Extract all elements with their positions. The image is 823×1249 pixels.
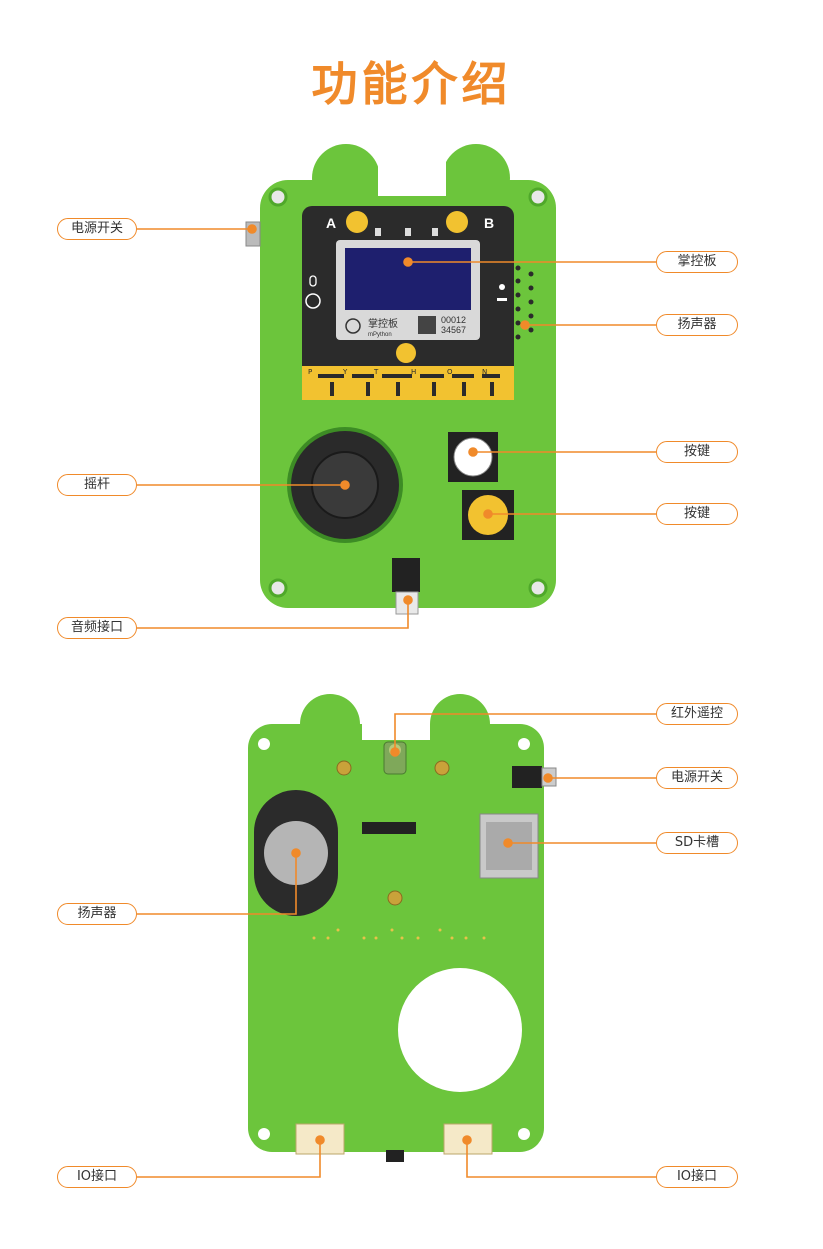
touch-pad-h: H bbox=[411, 368, 416, 376]
mount-hole bbox=[518, 1128, 530, 1140]
bottom-board bbox=[248, 694, 557, 1162]
pin-header bbox=[362, 822, 416, 834]
label-button-1: 按键 bbox=[656, 441, 738, 463]
screen-code-2: 34567 bbox=[441, 325, 466, 335]
touch-pad-n: N bbox=[482, 368, 487, 376]
mount-hole bbox=[268, 578, 288, 598]
screen-brand: 掌控板 bbox=[368, 317, 398, 330]
gold-pad bbox=[336, 760, 352, 776]
solder-dots bbox=[312, 928, 486, 940]
mount-hole bbox=[528, 187, 548, 207]
brand-logo-icon bbox=[345, 318, 361, 334]
microphone-icon bbox=[309, 275, 317, 287]
qr-code bbox=[418, 316, 436, 334]
label-speaker-bottom: 扬声器 bbox=[57, 903, 137, 925]
python-touch-pads bbox=[302, 366, 514, 400]
mount-hole bbox=[258, 1128, 270, 1140]
page-title: 功能介绍 bbox=[311, 57, 512, 111]
label-power-switch-top: 电源开关 bbox=[57, 218, 137, 240]
label-sd-slot: SD卡槽 bbox=[656, 832, 738, 854]
battery-hole bbox=[398, 968, 522, 1092]
white-button bbox=[453, 437, 493, 477]
label-controller: 掌控板 bbox=[656, 251, 738, 273]
mount-hole bbox=[268, 187, 288, 207]
label-audio-port: 音频接口 bbox=[57, 617, 137, 639]
gold-pad bbox=[387, 890, 403, 906]
top-board: A B 掌控板 mPython 00012 34567 bbox=[245, 144, 556, 615]
gold-pad bbox=[434, 760, 450, 776]
label-io-left: IO接口 bbox=[57, 1166, 137, 1188]
top-leader-lines bbox=[137, 224, 656, 629]
screen-code-1: 00012 bbox=[441, 315, 466, 325]
button-b-label: B bbox=[484, 215, 494, 231]
label-io-right: IO接口 bbox=[656, 1166, 738, 1188]
label-button-2: 按键 bbox=[656, 503, 738, 525]
touch-pad-t: T bbox=[373, 368, 379, 376]
label-infrared: 红外遥控 bbox=[656, 703, 738, 725]
touch-pad-o: O bbox=[447, 368, 453, 376]
touch-pad-p: P bbox=[308, 368, 312, 376]
light-sensor-icon bbox=[499, 284, 505, 290]
audio-jack bbox=[392, 558, 420, 592]
mount-hole bbox=[518, 738, 530, 750]
button-a-label: A bbox=[326, 215, 336, 231]
label-joystick: 摇杆 bbox=[57, 474, 137, 496]
mount-hole bbox=[258, 738, 270, 750]
label-speaker-top: 扬声器 bbox=[656, 314, 738, 336]
speaker-grille bbox=[515, 265, 534, 340]
power-switch-part bbox=[512, 766, 542, 788]
mic-hole bbox=[305, 293, 321, 309]
mount-hole bbox=[528, 578, 548, 598]
touch-pad-y: Y bbox=[342, 368, 348, 376]
bottom-leader-lines bbox=[137, 713, 656, 1178]
screen-brand-en: mPython bbox=[368, 332, 392, 338]
label-power-switch-bottom: 电源开关 bbox=[656, 767, 738, 789]
